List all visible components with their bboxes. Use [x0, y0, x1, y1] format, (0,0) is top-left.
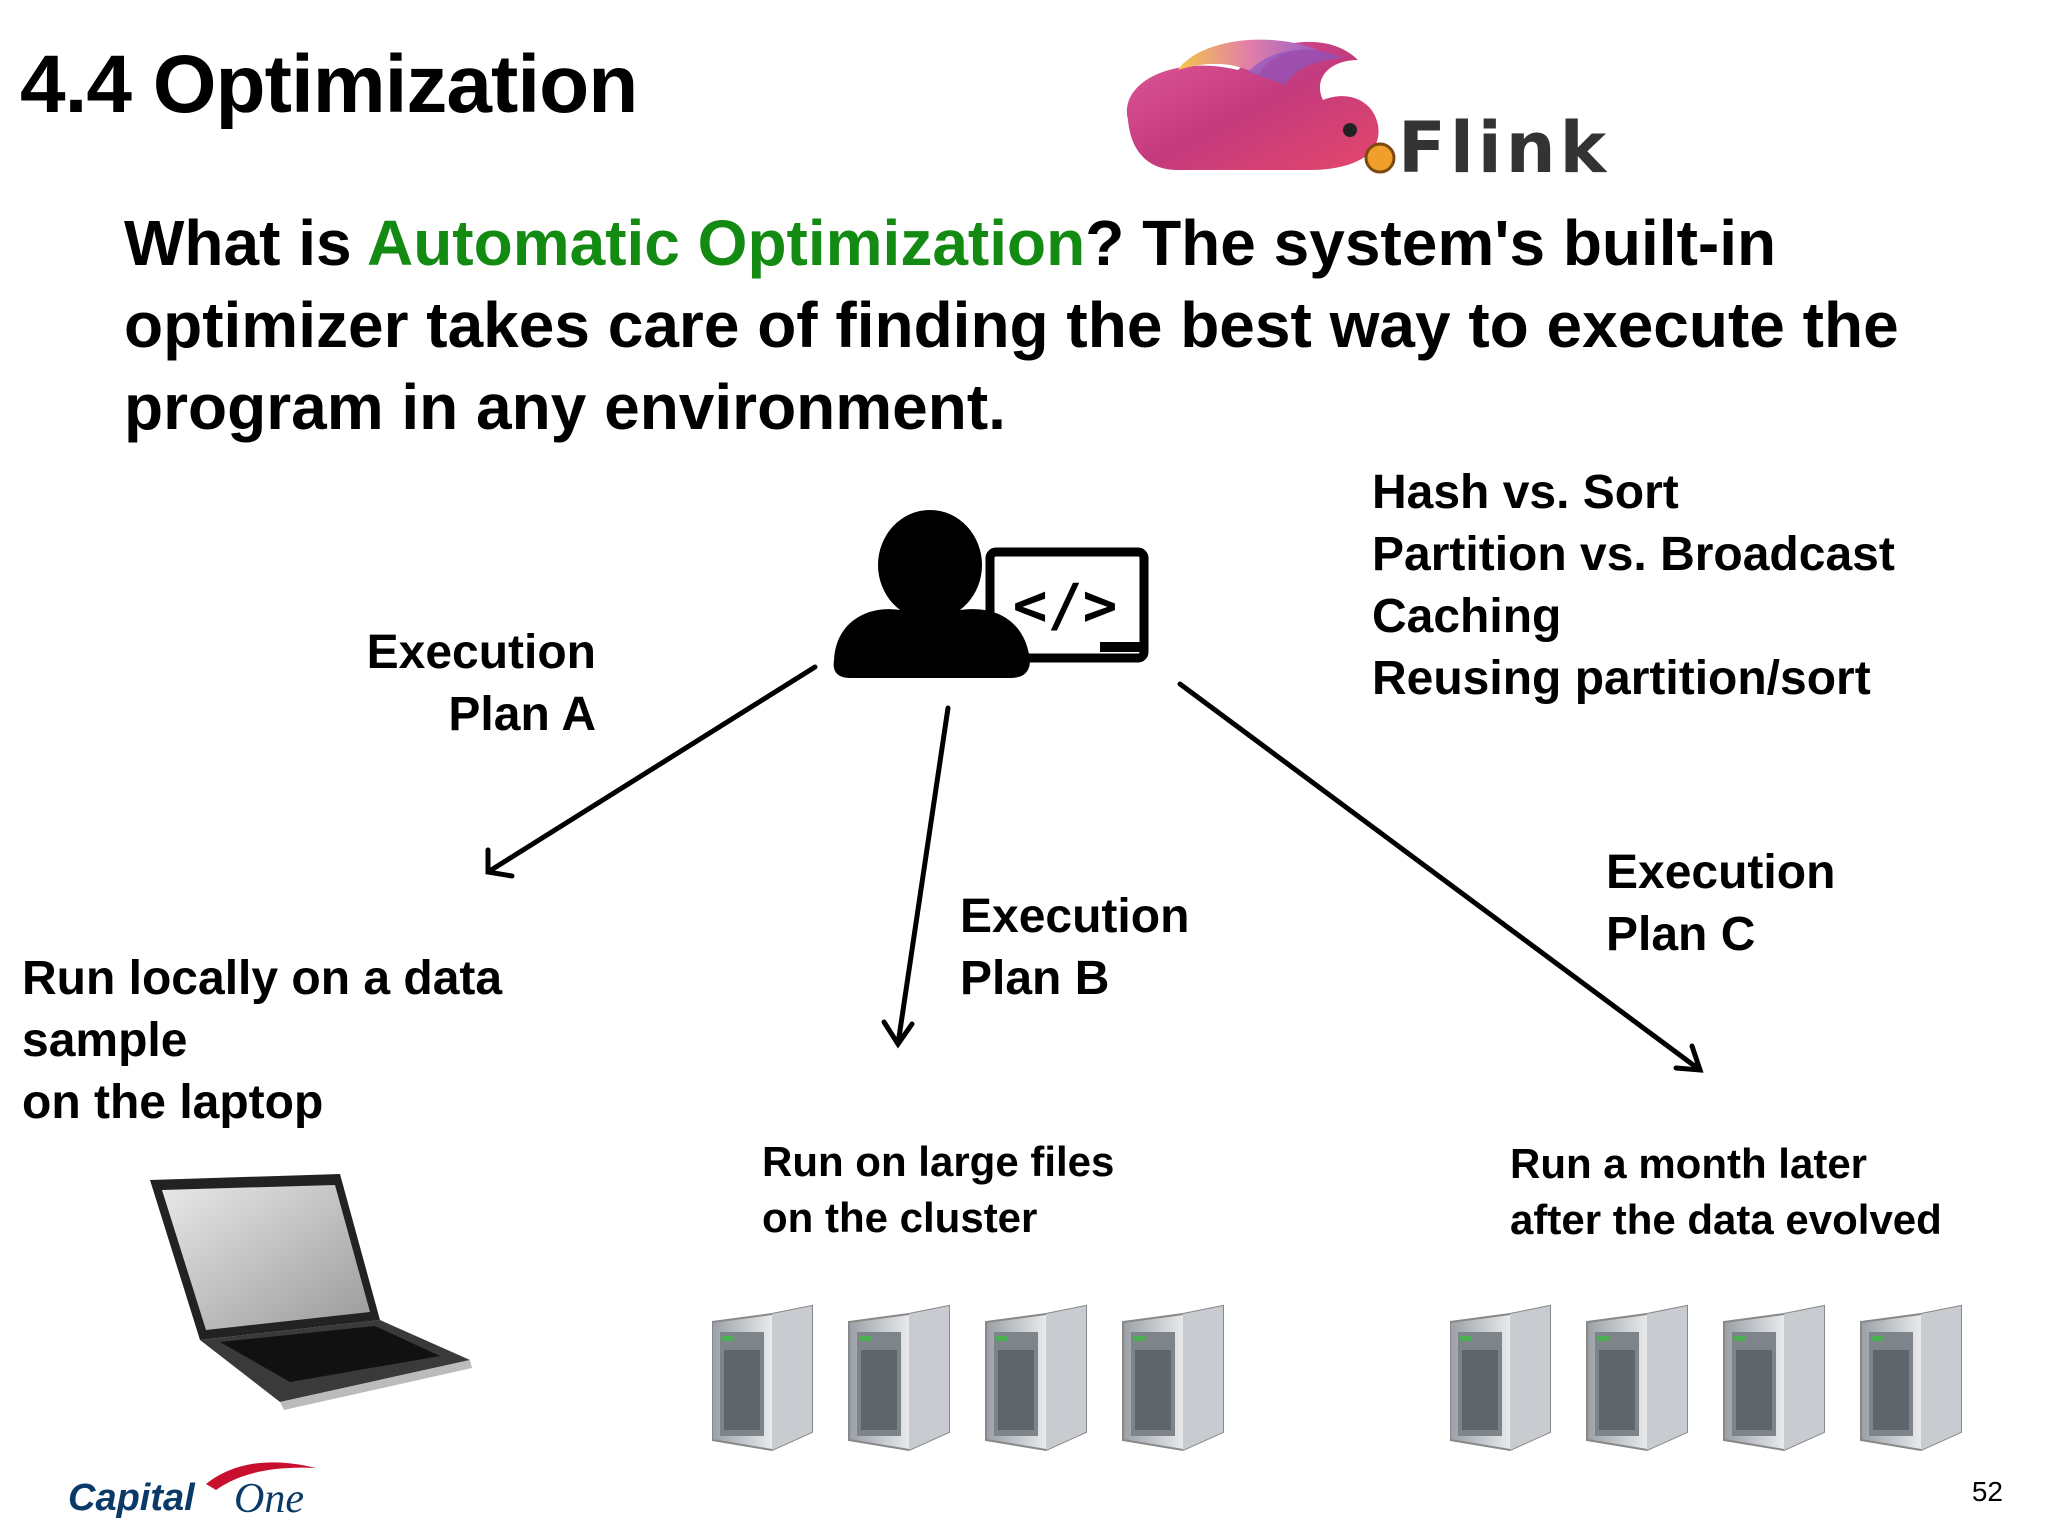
server-rack-icons [712, 1305, 1224, 1451]
laptop-image [140, 1170, 480, 1410]
lead-paragraph: What is Automatic Optimization? The syst… [124, 202, 1944, 448]
arrow-plan-b-head [881, 1019, 915, 1049]
arrow-plan-b [895, 705, 951, 1047]
lead-rest: ? The system's built-in optimizer takes … [124, 207, 1899, 443]
cluster-servers [712, 1300, 1232, 1460]
optimization-list: Hash vs. Sort Partition vs. Broadcast Ca… [1372, 466, 1895, 705]
capital-one-logo: Capital One [66, 1460, 326, 1530]
code-symbol: </> [1013, 571, 1118, 639]
server-rack-icons-later [1450, 1305, 1962, 1451]
plan-a-label: Execution Plan A [366, 626, 596, 741]
lead-highlight: Automatic Optimization [366, 207, 1086, 279]
flink-logo: Flink [1118, 30, 1708, 180]
page-number: 52 [1971, 1476, 2003, 1507]
lead-prefix: What is [124, 207, 367, 279]
later-servers [1450, 1300, 1970, 1460]
developer-icon: </> [830, 510, 1160, 680]
capital-one-text-a: Capital [68, 1477, 196, 1519]
slide-title: 4.4 Optimization [20, 39, 638, 130]
env-later-label: Run a month later after the data evolved [1510, 1140, 1942, 1243]
flink-squirrel-icon: Flink [1126, 39, 1610, 180]
flink-wordmark: Flink [1398, 107, 1610, 180]
env-cluster-label: Run on large files on the cluster [762, 1138, 1115, 1241]
env-local-label: Run locally on a data sample on the lapt… [22, 952, 503, 1129]
capital-one-swoosh-icon: Capital One [68, 1462, 316, 1522]
capital-one-text-b: One [234, 1476, 304, 1522]
arrow-plan-a-head [485, 847, 515, 879]
arrow-plan-c-head [1673, 1043, 1704, 1073]
user-with-screen-icon: </> [833, 510, 1149, 678]
laptop-icon [150, 1174, 472, 1410]
plan-c-label: Execution Plan C [1606, 846, 1836, 961]
plan-b-label: Execution Plan B [960, 890, 1190, 1005]
